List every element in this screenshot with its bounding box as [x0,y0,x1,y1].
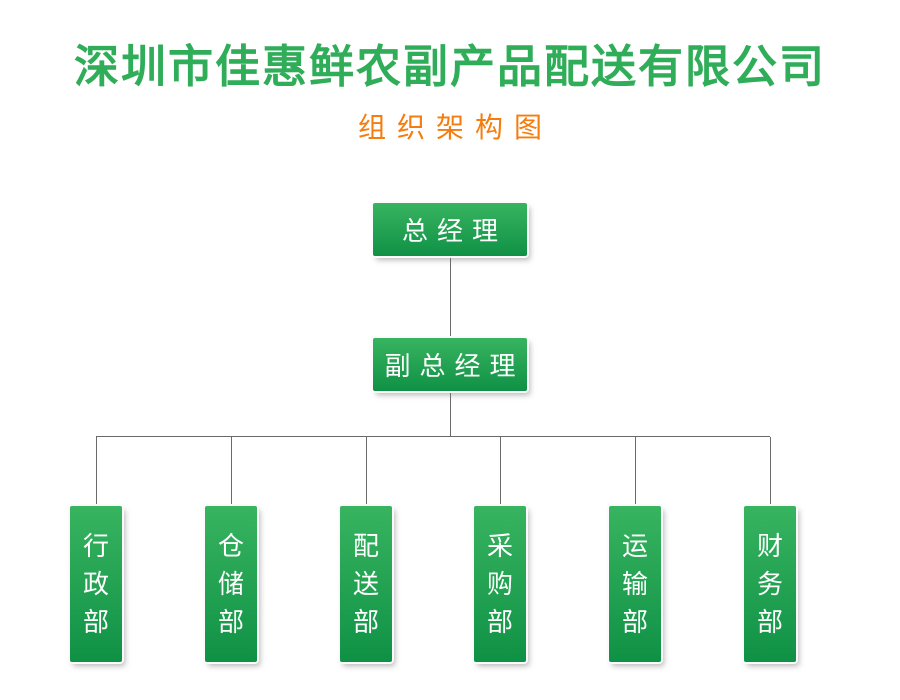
connector-drop-transport [635,437,636,506]
connector-deputy-to-bus [450,390,451,437]
node-dept-distribution: 配送部 [340,506,392,662]
node-dept-transport: 运输部 [609,506,661,662]
node-dept-finance: 财务部 [744,506,796,662]
general-manager-label: 总经理 [401,216,507,246]
connector-bus-line [96,436,770,437]
node-deputy-general-manager: 副总经理 [373,338,527,391]
node-dept-admin: 行政部 [70,506,122,662]
connector-drop-procurement [500,437,501,506]
dept-admin-label: 行政部 [82,531,109,637]
company-title: 深圳市佳惠鲜农副产品配送有限公司 [73,41,826,92]
connector-drop-distribution [366,437,367,506]
dept-procurement-label: 采购部 [486,531,513,637]
chart-subtitle: 组织架构图 [357,112,553,143]
dept-distribution-label: 配送部 [352,531,379,637]
node-general-manager: 总经理 [373,203,527,256]
connector-drop-finance [770,437,771,506]
node-dept-warehouse: 仓储部 [205,506,257,662]
connector-gm-to-deputy [450,256,451,338]
node-dept-procurement: 采购部 [474,506,526,662]
dept-warehouse-label: 仓储部 [217,531,244,637]
deputy-general-manager-label: 副总经理 [384,351,525,381]
dept-finance-label: 财务部 [756,531,783,637]
connector-drop-admin [96,437,97,506]
dept-transport-label: 运输部 [621,531,648,637]
connector-drop-warehouse [231,437,232,506]
